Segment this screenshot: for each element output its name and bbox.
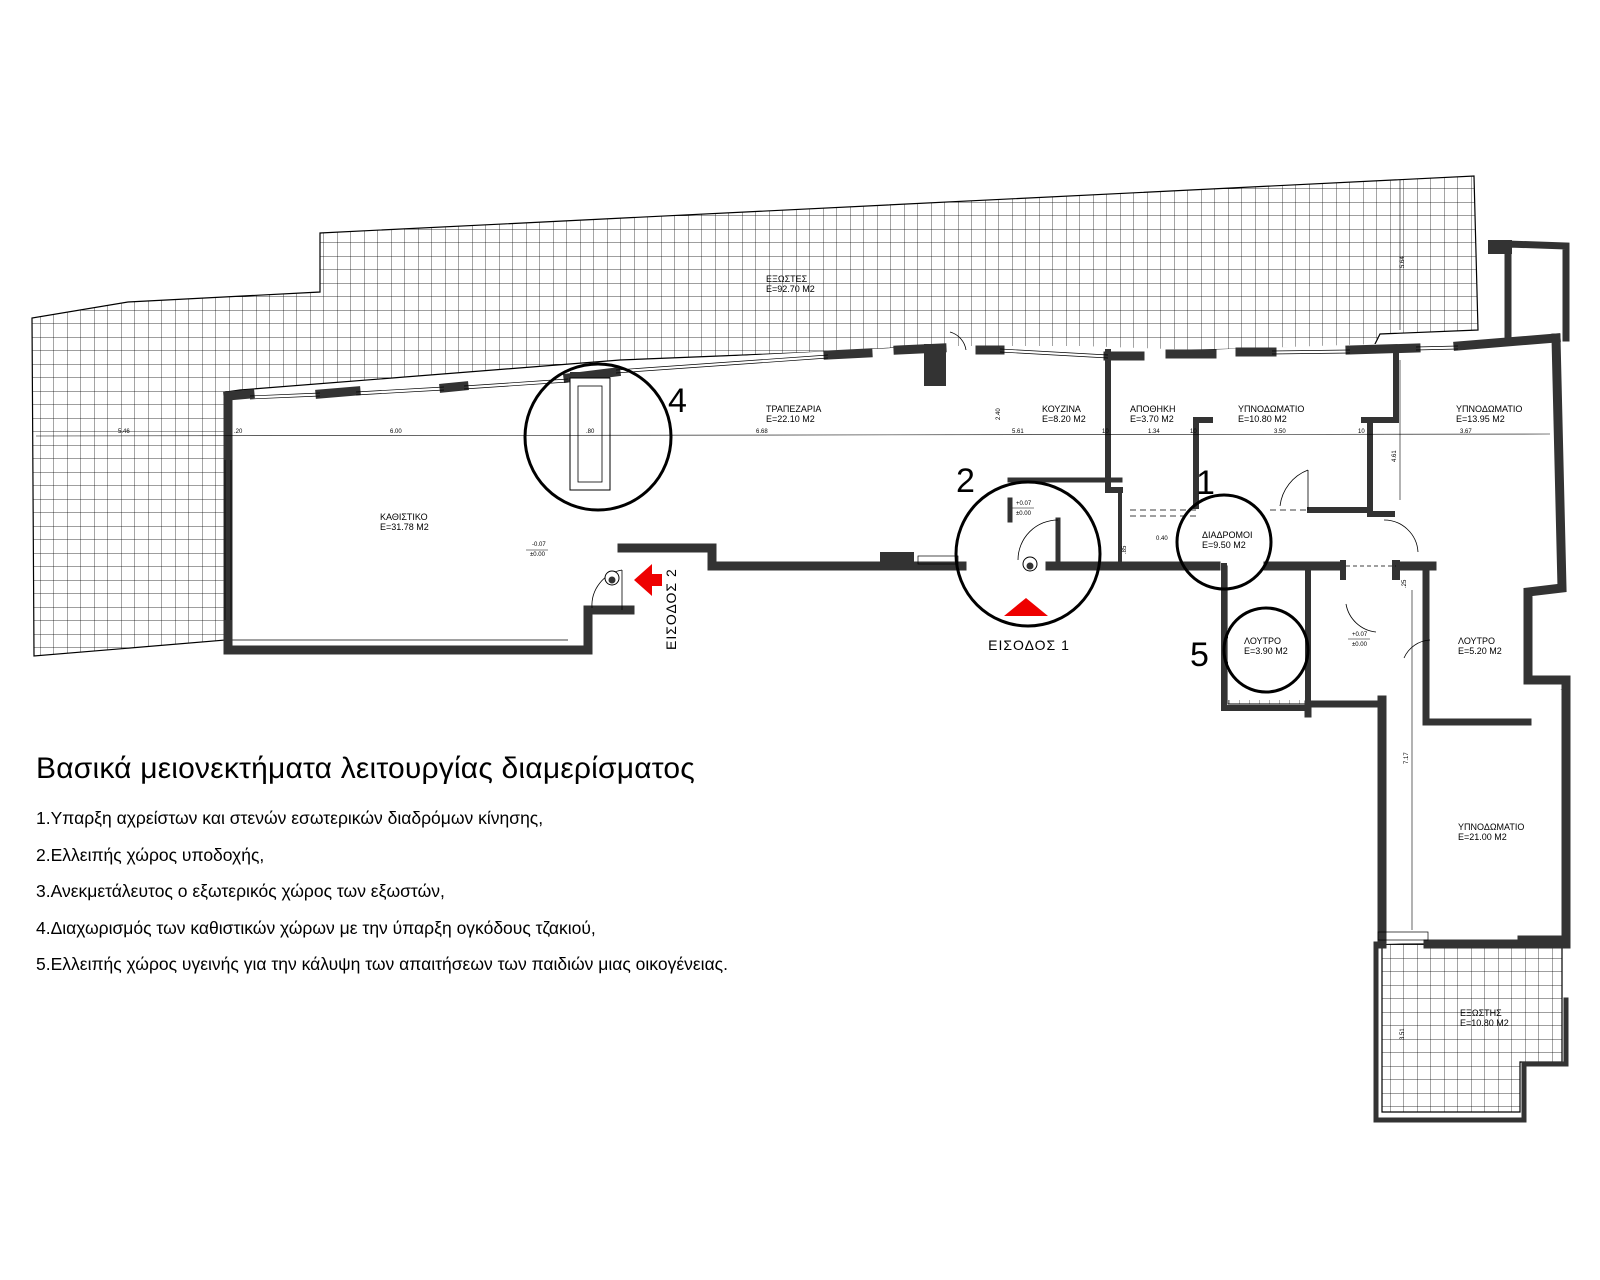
level-entry-base: ±0.00 — [1016, 511, 1032, 517]
notes-title: Βασικά μειονεκτήματα λειτουργίας διαμερί… — [36, 752, 695, 785]
dim-25: .25 — [1402, 579, 1408, 588]
dim-10a: 10 — [1102, 429, 1109, 435]
dim-350: 3.50 — [1274, 429, 1286, 435]
label-storage: ΑΠΟΘΗΚΗ — [1130, 404, 1176, 414]
level-markers: -0.07 ±0.00 +0.07 ±0.00 +0.07 ±0.00 — [526, 501, 1370, 648]
dim-561: 5.61 — [1012, 429, 1024, 435]
level-hall-base: ±0.00 — [1352, 642, 1368, 648]
notes-list: 1.Υπαρξη αχρείστων και στενών εσωτερικών… — [36, 808, 1036, 975]
dim-20: .20 — [234, 429, 243, 435]
note-item-2: 2.Ελλειπής χώρος υποδοχής, — [36, 844, 265, 865]
area-living: Ε=31.78 Μ2 — [380, 522, 429, 532]
dim-668: 6.68 — [756, 429, 768, 435]
dim-240: 2.40 — [996, 408, 1002, 420]
notes-panel: Βασικά μειονεκτήματα λειτουργίας διαμερί… — [36, 752, 1036, 991]
room-labels: ΕΞΩΣΤΕΣ Ε=92.70 Μ2 ΤΡΑΠΕΖΑΡΙΑ Ε=22.10 Μ2… — [380, 274, 1524, 1028]
dim-040: 0.40 — [1156, 536, 1168, 542]
dimension-labels: 5.46 .20 6.00 .80 6.68 5.61 10 1.34 10 3… — [118, 256, 1472, 1040]
area-dining: Ε=22.10 Μ2 — [766, 414, 815, 424]
label-living: ΚΑΘΙΣΤΙΚΟ — [380, 512, 428, 522]
dim-600: 6.00 — [390, 429, 402, 435]
callout-circle-5 — [1222, 606, 1310, 694]
dim-461: 4.61 — [1392, 450, 1398, 462]
entry1-arrow — [1004, 598, 1048, 616]
label-dining: ΤΡΑΠΕΖΑΡΙΑ — [766, 404, 821, 414]
entry1-label: ΕΙΣΟΔΟΣ 1 — [988, 637, 1070, 653]
callout-numbers: 1 2 4 5 — [668, 382, 1215, 674]
label-bath2: ΛΟΥΤΡΟ — [1458, 636, 1495, 646]
area-bath2: Ε=5.20 Μ2 — [1458, 646, 1502, 656]
area-bedroom1: Ε=10.80 Μ2 — [1238, 414, 1287, 424]
dim-367: 3.67 — [1460, 429, 1472, 435]
dim-10c: 10 — [1358, 429, 1365, 435]
area-bedroom2: Ε=13.95 Μ2 — [1456, 414, 1505, 424]
note-item-5: 5.Ελλειπής χώρος υγεινής για την κάλυψη … — [36, 954, 728, 974]
dim-80: .80 — [586, 429, 595, 435]
callout-circle-2 — [954, 480, 1102, 628]
label-kitchen: ΚΟΥΖΙΝΑ — [1042, 404, 1081, 414]
callout-circle-4 — [523, 362, 673, 512]
callout-circles — [523, 362, 1310, 694]
dimension-line — [35, 180, 1551, 930]
area-storage: Ε=3.70 Μ2 — [1130, 414, 1174, 424]
area-bedroom3: Ε=21.00 Μ2 — [1458, 832, 1507, 842]
interior-floor — [228, 338, 1562, 944]
area-kitchen: Ε=8.20 Μ2 — [1042, 414, 1086, 424]
callout-number-1: 1 — [1196, 464, 1215, 502]
label-bedroom1: ΥΠΝΟΔΩΜΑΤΙΟ — [1238, 404, 1304, 414]
area-bath1: Ε=3.90 Μ2 — [1244, 646, 1288, 656]
walls — [223, 240, 1571, 1123]
dim-134: 1.34 — [1148, 429, 1160, 435]
entry2-arrow — [634, 564, 662, 596]
fireplace — [569, 377, 611, 491]
note-item-3: 3.Ανεκμετάλευτος ο εξωτερικός χώρος των … — [36, 881, 445, 901]
label-balcony-small: ΕΞΩΣΤΗΣ — [1460, 1008, 1502, 1018]
label-bedroom2: ΥΠΝΟΔΩΜΑΤΙΟ — [1456, 404, 1522, 414]
note-item-1: 1.Υπαρξη αχρείστων και στενών εσωτερικών… — [36, 808, 544, 828]
label-balcony-main: ΕΞΩΣΤΕΣ — [766, 274, 808, 284]
windows — [224, 345, 1459, 941]
dim-546: 5.46 — [118, 429, 130, 435]
dim-10b: 10 — [1190, 429, 1197, 435]
balcony-small — [1381, 943, 1563, 1113]
dim-351: 3.51 — [1400, 1028, 1406, 1040]
entry2-label: ΕΙΣΟΔΟΣ 2 — [663, 568, 679, 650]
entry-symbols — [604, 556, 1038, 586]
area-balcony-small: Ε=10.80 Μ2 — [1460, 1018, 1509, 1028]
dim-564: 5.64 — [1400, 256, 1406, 268]
callout-number-4: 4 — [668, 382, 687, 420]
level-living-base: ±0.00 — [530, 552, 546, 558]
area-balcony-main: Ε=92.70 Μ2 — [766, 284, 815, 294]
dim-85: .85 — [1122, 545, 1128, 554]
level-hall: +0.07 — [1352, 632, 1368, 638]
level-living: -0.07 — [532, 542, 546, 548]
area-corridor: Ε=9.50 Μ2 — [1202, 540, 1246, 550]
label-bedroom3: ΥΠΝΟΔΩΜΑΤΙΟ — [1458, 822, 1524, 832]
note-item-4: 4.Διαχωρισμός των καθιστικών χώρων με τη… — [36, 917, 596, 938]
callout-circle-1 — [1175, 493, 1273, 591]
entry-arrows — [634, 564, 1048, 616]
dim-717: 7.17 — [1404, 752, 1410, 764]
level-entry: +0.07 — [1016, 501, 1032, 507]
label-bath1: ΛΟΥΤΡΟ — [1244, 636, 1281, 646]
callout-number-5: 5 — [1190, 636, 1209, 674]
label-corridor: ΔΙΑΔΡΟΜΟΙ — [1202, 530, 1253, 540]
callout-number-2: 2 — [956, 462, 975, 500]
doors — [591, 331, 1431, 659]
